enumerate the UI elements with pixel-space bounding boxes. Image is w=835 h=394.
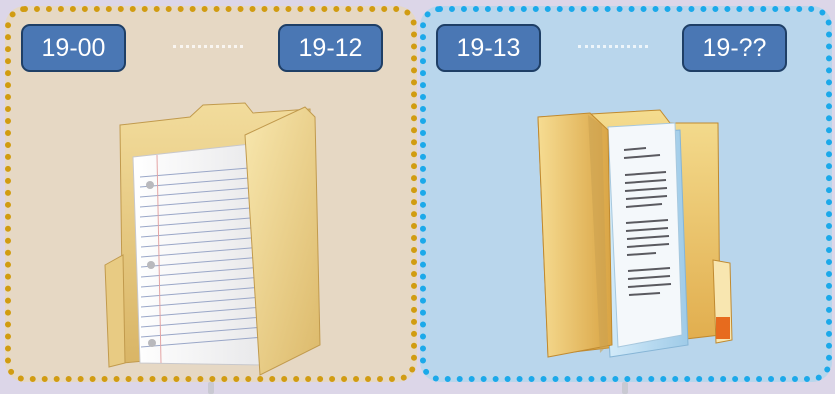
open-folder-with-documents-icon — [530, 95, 745, 380]
left-range-ellipsis — [173, 45, 243, 52]
document-stack — [600, 123, 688, 357]
open-folder-with-lined-paper-icon — [95, 95, 335, 380]
lined-paper — [133, 143, 265, 365]
left-start-tag: 19-00 — [21, 24, 126, 72]
right-connector-stub — [622, 382, 628, 394]
right-range-ellipsis — [578, 45, 648, 52]
left-connector-stub — [208, 382, 214, 394]
right-end-tag: 19-?? — [682, 24, 787, 72]
left-end-tag: 19-12 — [278, 24, 383, 72]
right-start-tag: 19-13 — [436, 24, 541, 72]
